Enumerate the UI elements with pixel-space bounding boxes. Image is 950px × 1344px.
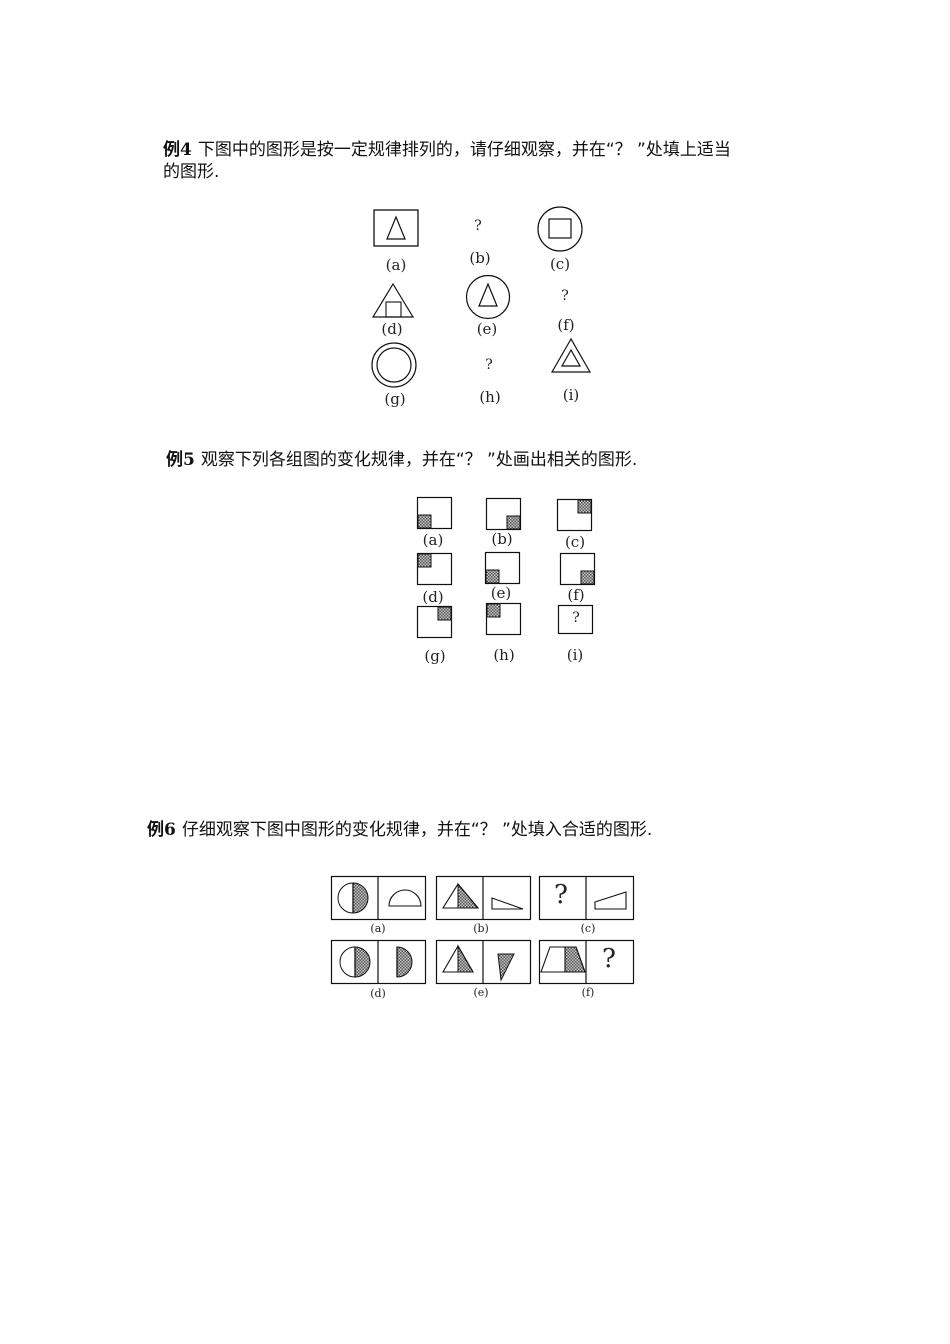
example-4-text-line2: 的图形. [163, 162, 220, 182]
ex6-question-mark-c: ? [554, 880, 568, 910]
ex4-label-i: (i) [562, 386, 580, 404]
ex5-label-e: (e) [490, 584, 512, 602]
example-5-number: 例5 [166, 450, 195, 470]
ex5-figure-a-icon [416, 496, 453, 530]
ex5-figure-f-icon [559, 552, 596, 586]
example-4-number: 例4 [163, 140, 192, 160]
ex6-figure-c-icon [538, 875, 635, 921]
ex4-figure-d-triangle-square-icon [371, 282, 415, 318]
ex4-label-e: (e) [476, 320, 498, 338]
ex5-question-mark-i: ? [572, 610, 580, 626]
ex6-label-b: (b) [473, 922, 489, 935]
ex5-figure-e-icon [484, 551, 521, 585]
ex5-label-h: (h) [493, 646, 515, 664]
ex5-label-g: (g) [424, 647, 446, 665]
ex5-label-f: (f) [567, 586, 585, 604]
ex4-label-d: (d) [381, 320, 403, 338]
ex5-figure-b-icon [485, 497, 522, 531]
ex4-label-b: (b) [469, 249, 491, 267]
ex4-figure-c-circle-square-icon [537, 206, 583, 252]
ex6-figure-e-icon [435, 939, 532, 985]
ex6-label-a: (a) [370, 922, 386, 935]
ex4-figure-a-square-triangle-icon [373, 209, 419, 247]
ex5-figure-g-icon [416, 605, 453, 639]
ex4-figure-e-circle-triangle-icon [465, 274, 511, 320]
ex5-figure-h-icon [485, 602, 522, 636]
example-5-text: 观察下列各组图的变化规律，并在“？ ”处画出相关的图形. [200, 450, 638, 470]
ex6-figure-f-icon [538, 939, 635, 985]
ex6-figure-a-icon [330, 875, 427, 921]
ex4-figure-i-double-triangle-icon [550, 337, 592, 373]
ex6-figure-d-icon [330, 939, 427, 985]
ex5-label-a: (a) [422, 531, 444, 549]
ex5-label-c: (c) [564, 533, 586, 551]
ex5-label-b: (b) [491, 530, 513, 548]
ex6-label-d: (d) [370, 987, 386, 1000]
ex4-label-g: (g) [384, 390, 406, 408]
ex4-label-h: (h) [479, 388, 501, 406]
ex4-question-mark-f: ? [561, 288, 569, 304]
ex4-question-mark-h: ? [485, 357, 493, 373]
ex4-question-mark-b: ? [474, 218, 482, 234]
ex6-label-f: (f) [581, 986, 595, 999]
example-6-text: 仔细观察下图中图形的变化规律，并在“？ ”处填入合适的图形. [181, 820, 653, 840]
example-6-number: 例6 [147, 820, 176, 840]
ex6-question-mark-f: ? [602, 944, 616, 974]
ex5-figure-d-icon [416, 552, 453, 586]
example-4-text-line1: 下图中的图形是按一定规律排列的，请仔细观察，并在“？ ”处填上适当 [197, 140, 731, 160]
ex5-label-d: (d) [422, 588, 444, 606]
ex6-label-e: (e) [473, 986, 489, 999]
ex4-label-f: (f) [557, 316, 575, 334]
ex4-label-c: (c) [549, 255, 571, 273]
ex5-label-i: (i) [566, 646, 584, 664]
ex4-figure-g-double-circle-icon [371, 342, 417, 388]
ex6-label-c: (c) [580, 922, 596, 935]
ex5-figure-i-icon [557, 604, 594, 635]
ex6-figure-b-icon [435, 875, 532, 921]
ex4-label-a: (a) [385, 256, 407, 274]
ex5-figure-c-icon [556, 498, 593, 532]
